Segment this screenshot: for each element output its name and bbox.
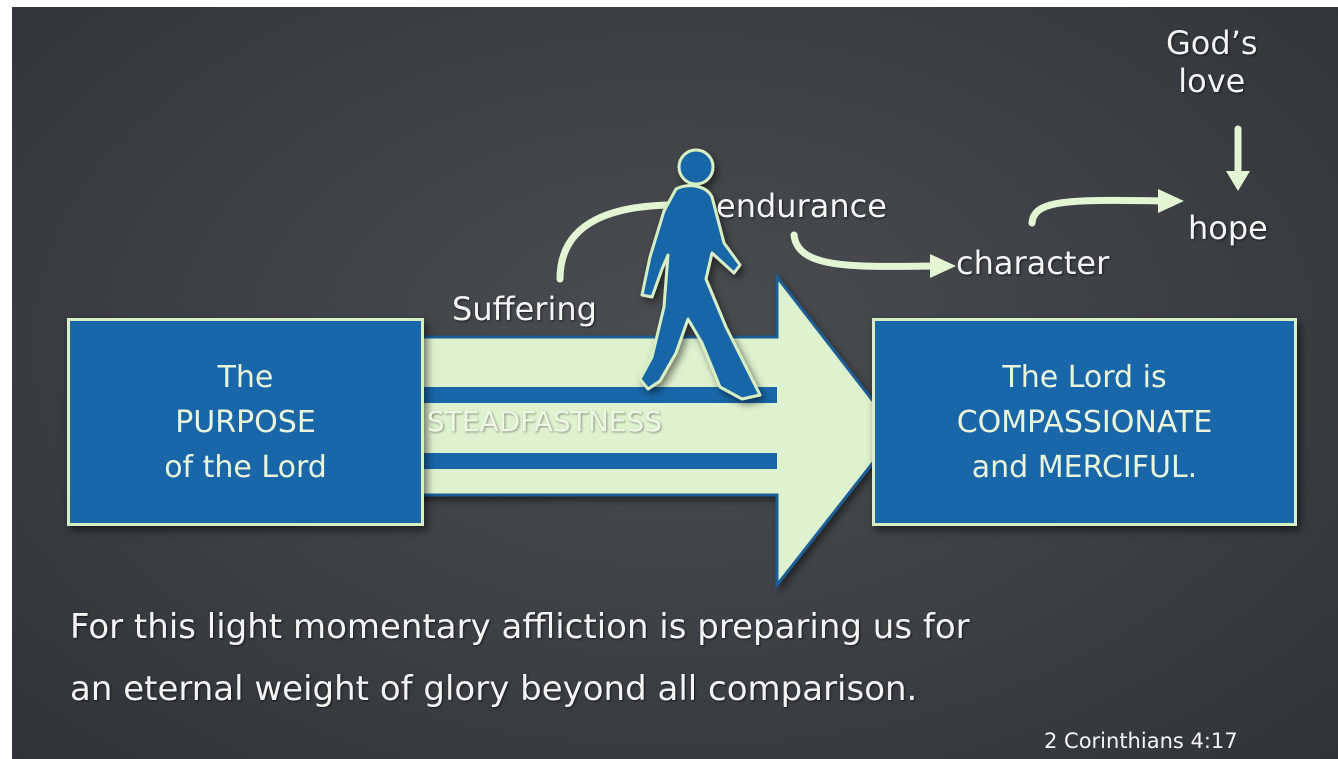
suffering-to-endurance-arrow [556,201,692,283]
endurance-arrowhead [930,254,956,278]
endurance-label: endurance [716,187,887,225]
purpose-of-the-lord-box: The PURPOSE of the Lord [67,318,424,526]
gods-love-line-1: God’s [1166,24,1258,62]
lord-compassionate-box: The Lord is COMPASSIONATE and MERCIFUL. [872,318,1297,526]
right-box-line-3: and MERCIFUL. [971,449,1198,485]
character-to-hope-arrow [1028,196,1166,227]
character-arrowhead [1158,189,1184,213]
right-box-line-2: COMPASSIONATE [956,404,1213,440]
right-box-line-1: The Lord is [1002,359,1167,395]
slide: The PURPOSE of the Lord The Lord is COMP… [12,7,1338,759]
arrow-band-bottom [420,453,777,469]
steadfastness-arrow [415,272,899,590]
gods-love-label: God’s love [1166,24,1258,101]
character-label: character [956,244,1110,282]
verse-line-2: an eternal weight of glory beyond all co… [70,669,918,709]
verse-line-1: For this light momentary affliction is p… [70,607,970,647]
diagram-graphics [415,125,1250,590]
endurance-to-character-arrow [790,231,938,270]
steadfastness-label: STEADFASTNESS [427,405,663,438]
arrow-band-top [420,387,777,403]
verse-reference: 2 Corinthians 4:17 [1044,729,1238,753]
gods-love-arrowhead [1226,171,1250,191]
suffering-label: Suffering [452,290,597,328]
left-box-line-3: of the Lord [164,449,327,485]
left-box-line-2: PURPOSE [175,404,316,440]
hope-label: hope [1188,209,1268,247]
walking-person-icon [638,148,762,401]
left-box-line-1: The [217,359,274,395]
gods-love-line-2: love [1178,61,1246,100]
